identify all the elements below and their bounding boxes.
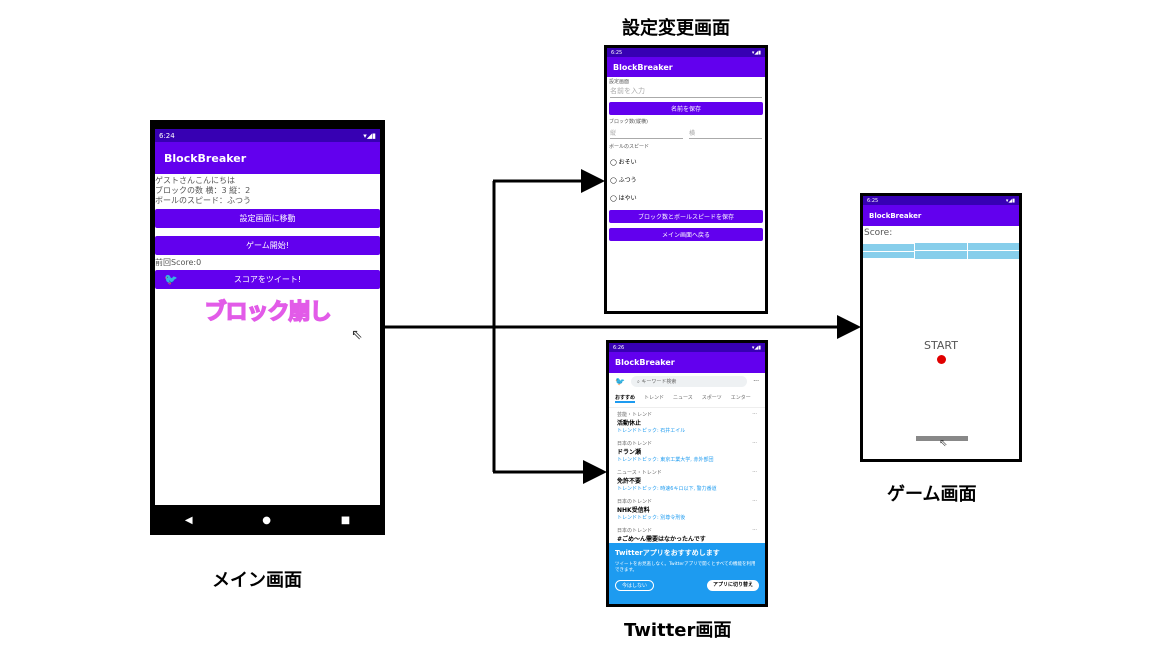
signal-icon: ▾◢▮ [751,344,761,351]
speed-radio-slow[interactable]: ◯ おそい [610,159,637,166]
trend-category: 日本のトレンド [617,528,653,534]
rows-input[interactable]: 縦 [610,128,683,139]
radio-label: ふつう [618,177,637,184]
game-screen-phone: 6:25 ▾◢▮ BlockBreaker Score: START ⇖ [860,193,1022,462]
ball [937,355,946,364]
trend-name: NHK受信料 [617,507,650,514]
radio-label: おそい [618,159,637,166]
more-icon[interactable]: ··· [752,411,757,417]
trend-category: 日本のトレンド [617,499,653,505]
status-time: 6:25 [611,49,623,56]
cursor-icon: ⇖ [939,438,948,449]
block [967,243,1019,259]
logo: ブロック崩し [204,299,333,326]
settings-screen-label: 設定変更画面 [622,18,730,39]
trend-name: ドラン瀬 [617,449,642,456]
nav-bar: ◀ ● ■ [150,505,385,535]
trend-item[interactable]: 日本のトレンド #ごめ〜ん需要はなかったんです ··· [609,524,765,546]
radio-label: はやい [618,195,637,202]
name-input[interactable]: 名前を入力 [610,86,762,98]
speed-label: ボールのスピード [609,144,650,150]
twitter-screen-phone: 6:26 ▾◢▮ BlockBreaker 🐦 ⌕ キーワード検索 ··· おすす… [606,340,768,607]
twitter-bird-icon: 🐦 [164,273,178,286]
block-count-text: ブロックの数 横：3 縦：2 [155,186,251,195]
promo-text: ツイートをお見逃しなく。Twitterアプリで開くとすべての機能を利用できます。 [615,562,756,573]
recents-icon[interactable]: ■ [340,514,351,526]
more-icon[interactable]: ··· [752,498,757,504]
trend-topics: トレンドトピック: 時速6キロ以下, 警力番道 [617,486,717,492]
trend-category: 芸能・トレンド [617,412,653,418]
start-text[interactable]: START [924,339,958,352]
tweet-label: スコアをツイート! [233,275,302,284]
more-icon[interactable]: ··· [752,440,757,446]
cursor-icon: ⇖ [351,327,363,343]
paddle[interactable] [916,436,968,441]
tab-recommended[interactable]: おすすめ [615,395,636,403]
trend-item[interactable]: 日本のトレンドドラン瀬トレンドトピック: 東京工業大学, 赤外部団 ··· [609,437,765,466]
back-icon[interactable]: ◀ [184,514,193,526]
tab-entertainment[interactable]: エンター [730,395,751,401]
trend-item[interactable]: 日本のトレンド NHK受信料トレンドトピック: 別尊令刑後 ··· [609,495,765,524]
twitter-screen-label: Twitter画面 [624,620,732,641]
app-bar: BlockBreaker [155,142,380,174]
save-name-button[interactable]: 名前を保存 [609,102,763,115]
trend-item[interactable]: 芸能・トレンド活動休止トレンドトピック: 石井エイル ··· [609,408,765,437]
speed-text: ボールのスピード：ふつう [155,196,251,205]
signal-icon: ▾◢▮ [1005,197,1015,204]
tab-sports[interactable]: スポーツ [701,395,722,401]
back-to-main-button[interactable]: メイン画面へ戻る [609,228,763,241]
main-screen-phone: 6:24 ▾◢▮ BlockBreaker ゲストさんこんにちは ブロックの数 横… [150,120,385,535]
greeting-text: ゲストさんこんにちは [155,176,235,185]
speed-radio-normal[interactable]: ◯ ふつう [610,177,637,184]
tweet-button[interactable]: 🐦 スコアをツイート! [155,270,380,289]
block [915,243,967,259]
last-score: 前回Score:0 [155,258,202,267]
tab-trend[interactable]: トレンド [644,395,665,401]
trend-topics: トレンドトピック: 石井エイル [617,428,686,434]
trend-topics: トレンドトピック: 別尊令刑後 [617,515,686,521]
main-screen-label: メイン画面 [212,570,302,591]
search-placeholder: キーワード検索 [641,379,677,385]
home-icon[interactable]: ● [262,514,271,526]
trend-name: 活動休止 [617,420,642,427]
promo-title: Twitterアプリをおすすめします [615,549,720,557]
cols-input[interactable]: 横 [689,128,762,139]
trend-name: #ごめ〜ん需要はなかったんです [617,536,706,543]
switch-app-button[interactable]: アプリに切り替え [706,580,759,591]
section-title: 設定画面 [609,79,630,85]
app-title: BlockBreaker [869,211,922,220]
trend-category: ニュース・トレンド [617,470,662,476]
tab-news[interactable]: ニュース [673,395,693,401]
signal-icon: ▾◢▮ [751,49,761,56]
twitter-app-promo: Twitterアプリをおすすめします ツイートをお見逃しなく。Twitterアプ… [609,543,765,604]
status-time: 6:24 [159,131,175,140]
speed-radio-fast[interactable]: ◯ はやい [610,195,637,202]
app-title: BlockBreaker [613,62,673,72]
settings-screen-phone: 6:25 ▾◢▮ BlockBreaker 設定画面 名前を入力 名前を保存 ブロ… [604,45,768,314]
status-time: 6:26 [613,344,625,351]
trend-category: 日本のトレンド [617,441,653,447]
twitter-bird-icon: 🐦 [615,377,625,386]
save-settings-button[interactable]: ブロック数とボールスピードを保存 [609,210,763,223]
game-screen-label: ゲーム画面 [887,484,977,505]
not-now-button[interactable]: 今はしない [615,580,655,591]
search-input[interactable]: ⌕ キーワード検索 [630,376,748,387]
status-time: 6:25 [867,197,879,204]
more-icon[interactable]: ··· [752,469,757,475]
signal-icon: ▾◢▮ [363,131,376,140]
more-icon[interactable]: ··· [753,378,759,385]
trend-name: 免許不要 [617,478,642,485]
block-row [863,243,1019,259]
trend-topics: トレンドトピック: 東京工業大学, 赤外部団 [617,457,714,463]
trend-item[interactable]: ニュース・トレンド免許不要トレンドトピック: 時速6キロ以下, 警力番道 ··· [609,466,765,495]
more-icon[interactable]: ··· [752,527,757,533]
start-game-button[interactable]: ゲーム開始! [155,236,380,255]
blocks-label: ブロック数(縦横) [609,119,648,125]
app-title: BlockBreaker [164,151,247,165]
settings-button[interactable]: 設定画面に移動 [155,209,380,228]
block [863,243,915,259]
score-label: Score: [864,228,893,238]
app-title: BlockBreaker [615,358,675,367]
